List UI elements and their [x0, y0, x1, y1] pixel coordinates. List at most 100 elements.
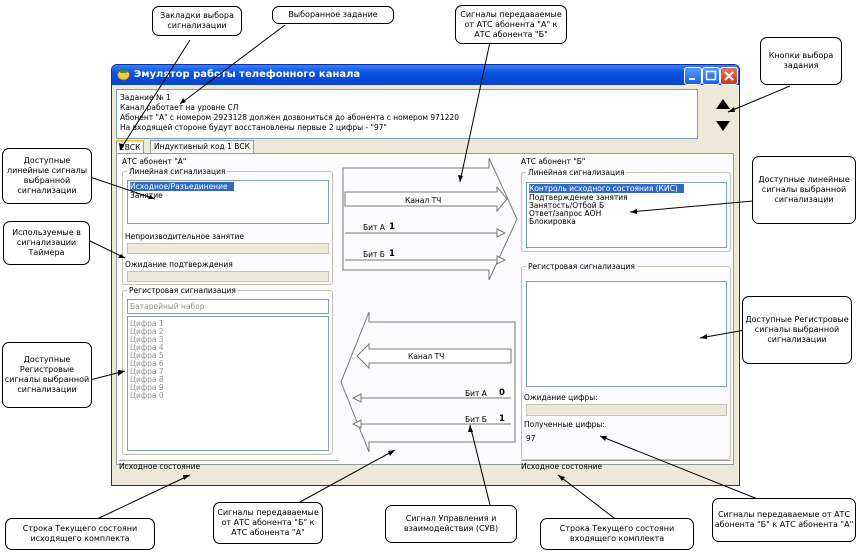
channel-a-to-b-arrow [342, 157, 518, 281]
list-item[interactable]: Цифра 2 [130, 327, 164, 336]
channel-b-to-a-arrow [340, 311, 516, 453]
received-digits-value: 97 [526, 434, 536, 443]
callout-task-buttons: Кнопки выбора задания [760, 37, 842, 85]
task-down-arrow-icon[interactable] [712, 115, 734, 137]
channel-tch-bottom-label: Канал ТЧ [408, 352, 445, 361]
channel-tch-top-arrow [344, 185, 508, 213]
bit-b-bottom-label: Бит Б [465, 415, 487, 424]
list-item[interactable]: Цифра 6 [130, 359, 164, 368]
bit-b-top-label: Бит Б [363, 250, 385, 259]
received-digits-label: Полученные цифры: [524, 420, 605, 429]
channel-tch-top-label: Канал ТЧ [405, 196, 442, 205]
tab-inductive-code[interactable]: Индуктивный код 1 ВСК [150, 140, 254, 153]
task-line-3: Абонент "А" с номером 2923128 должен доз… [120, 113, 459, 122]
confirm-wait-label: Ожидание подтверждения [125, 260, 233, 269]
station-a-register-group-label: Регистровая сигнализация [127, 286, 238, 295]
callout-left-register-signals-text: Доступные Регистровые сигналы выбранной … [4, 355, 90, 394]
callout-timers: Используемые в сигнализации Таймера [3, 221, 90, 265]
bit-b-top-value: 1 [389, 249, 395, 259]
wait-digit-label: Ожидание цифры: [524, 393, 598, 402]
dialing-type-field[interactable]: Батарейный набор [127, 299, 329, 314]
list-item[interactable]: Занятие [130, 191, 163, 200]
callout-left-line-signals: Доступные линейные сигналы выбранной сиг… [2, 148, 92, 204]
list-item[interactable]: Цифра 7 [130, 367, 164, 376]
callout-left-line-signals-text: Доступные линейные сигналы выбранной сиг… [6, 156, 88, 195]
maximize-icon [705, 70, 717, 81]
close-icon [724, 71, 734, 81]
bit-a-bottom-arrowhead [351, 393, 362, 403]
list-item[interactable]: Цифра 9 [130, 383, 164, 392]
station-b-line-group-label: Линейная сигнализация [526, 168, 627, 177]
callout-right-register-signals-text: Доступные Регистровые сигналы выбранной … [745, 315, 849, 344]
tab-panel: АТС абонент "А" Линейная сигнализация Ис… [116, 153, 734, 471]
callout-left-register-signals: Доступные Регистровые сигналы выбранной … [2, 342, 92, 408]
minimize-icon [689, 78, 695, 80]
callout-selected-task: Выбоpанное задание [272, 6, 394, 24]
title-bar[interactable]: Эмулятор работы телефонного канала [112, 65, 739, 85]
list-item[interactable]: Контроль исходного состояния (КИС) [529, 184, 684, 193]
station-a-line-signals-list[interactable]: Исходное/Разъединение Занятие [127, 180, 329, 224]
task-line-1: Задание № 1 [120, 93, 171, 102]
callout-status-outgoing-text: Строка Текущего состояни исходящего комп… [22, 524, 138, 543]
channel-tch-bottom-arrow [356, 342, 512, 370]
station-b-register-list[interactable] [526, 281, 727, 387]
station-b-register-group-label: Регистровая сигнализация [526, 262, 637, 271]
list-item[interactable]: Цифра 5 [130, 351, 164, 360]
window-title: Эмулятор работы телефонного канала [134, 69, 361, 80]
idle-seizure-timer [127, 243, 329, 254]
station-b-line-signals-list[interactable]: Контроль исходного состояния (КИС) Подтв… [526, 182, 727, 248]
bit-a-top-arrowhead [496, 228, 507, 238]
station-a-register-group: Регистровая сигнализация Батарейный набо… [122, 286, 333, 455]
list-item[interactable]: Цифра 0 [130, 391, 164, 400]
task-line-2: Канал работает на уровне СЛ [120, 103, 239, 112]
tab-2vsk[interactable]: 2ВСК [116, 140, 145, 155]
station-a-digits-list[interactable]: Цифра 1 Цифра 2 Цифра 3 Цифра 4 Цифра 5 … [127, 316, 329, 451]
bit-b-bottom-value: 1 [499, 414, 505, 424]
station-b-status-bar: Исходное состояние [521, 460, 731, 472]
callout-status-incoming: Строка Текущего состояни входящего компл… [540, 518, 694, 550]
bit-a-top-value: 1 [389, 222, 395, 232]
callout-signals-b-to-a-1-text: Сигналы передаваемые от АТС абонента "Б"… [217, 508, 319, 537]
callout-right-register-signals: Доступные Регистровые сигналы выбранной … [742, 296, 852, 364]
maximize-button[interactable] [702, 67, 720, 85]
station-a-section: АТС абонент "А" Линейная сигнализация Ис… [119, 157, 337, 459]
callout-tabs-select-text: Закладки выбора сигнализации [160, 11, 234, 30]
close-button[interactable] [720, 67, 738, 85]
callout-signals-b-to-a-1: Сигналы передаваемые от АТС абонента "Б"… [213, 502, 323, 544]
list-item[interactable]: Цифра 8 [130, 375, 164, 384]
task-up-arrow-icon[interactable] [712, 93, 734, 115]
station-a-line-group: Линейная сигнализация Исходное/Разъедине… [122, 167, 333, 285]
callout-timers-text: Используемые в сигнализации Таймера [12, 228, 81, 257]
callout-status-outgoing: Строка Текущего состояни исходящего комп… [5, 518, 155, 550]
callout-right-line-signals-text: Доступные линейные сигналы выбранной сиг… [758, 175, 850, 204]
channel-diagram [340, 157, 518, 453]
bit-b-top-arrowhead [496, 255, 507, 265]
callout-signals-a-to-b: Сигналы передаваемые от АТС абонента "А"… [455, 5, 567, 44]
bit-b-bottom-arrowhead [351, 419, 362, 429]
list-item[interactable]: Исходное/Разъединение [130, 182, 234, 191]
list-item[interactable]: Ответ/запрос АОН [529, 209, 602, 218]
bit-a-bottom-value: 0 [499, 388, 505, 398]
list-item[interactable]: Подтверждение занятия [529, 193, 628, 202]
list-item[interactable]: Цифра 4 [130, 343, 164, 352]
bit-a-top-label: Бит А [363, 223, 385, 232]
app-phone-icon [117, 69, 130, 81]
callout-signals-a-to-b-text: Сигналы передаваемые от АТС абонента "А"… [460, 9, 562, 39]
list-item[interactable]: Цифра 3 [130, 335, 164, 344]
task-line-4: На входящей стороне будут восстановлены … [120, 123, 387, 132]
station-a-status-bar: Исходное состояние [119, 460, 339, 472]
callout-signals-b-to-a-2: Сигналы передаваемые от АТС абонента "Б"… [712, 498, 856, 542]
list-item[interactable]: Цифра 1 [130, 319, 164, 328]
list-item[interactable]: Занятость/Отбой Б [529, 201, 605, 210]
callout-tabs-select: Закладки выбора сигнализации [152, 6, 242, 36]
list-item[interactable]: Блокировка [529, 217, 576, 226]
confirm-wait-timer [127, 271, 329, 282]
station-a-line-group-label: Линейная сигнализация [127, 167, 228, 176]
callout-task-buttons-text: Кнопки выбора задания [768, 51, 834, 70]
minimize-button[interactable] [684, 67, 702, 85]
callout-selected-task-text: Выбоpанное задание [288, 10, 378, 19]
task-description-memo[interactable]: Задание № 1 Канал работает на уровне СЛ … [116, 89, 698, 139]
emulator-window: Эмулятор работы телефонного канала Задан… [111, 64, 740, 486]
callout-suv: Сигнал Управления и взаимодействия (СУВ) [385, 505, 517, 543]
